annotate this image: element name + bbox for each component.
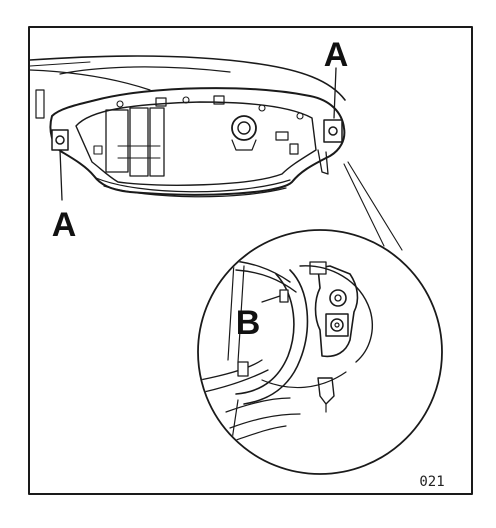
left-fixing-screw	[55, 135, 65, 145]
left-callout-leader	[59, 149, 63, 201]
detail-housing-curve	[243, 269, 309, 405]
cluster-back-panel	[75, 101, 317, 186]
dashboard-trim-line	[59, 66, 231, 75]
right-fixing-lug	[323, 119, 343, 143]
detail-pointer-line-2	[347, 161, 403, 251]
circuit-panel-1	[105, 109, 129, 173]
right-lower-clip	[317, 149, 329, 175]
figure-code: 021	[419, 474, 444, 490]
mount-screw-3	[258, 104, 266, 112]
lower-rim-band	[95, 177, 291, 193]
retaining-clip-lower	[237, 361, 249, 377]
cluster-housing	[49, 87, 346, 196]
dashboard-edge-line	[29, 55, 346, 101]
mount-screw-2	[182, 96, 190, 104]
connector-tab-2	[213, 95, 225, 105]
bracket-screw-plate	[325, 313, 349, 337]
b-callout-leader	[261, 295, 281, 303]
circuit-panel-3	[149, 107, 165, 177]
detail-circle	[197, 229, 443, 475]
callout-label-a-left: A	[52, 206, 77, 244]
bracket-hole-upper	[329, 289, 347, 307]
circuit-panel-2	[129, 107, 149, 177]
connector-tab-1	[155, 97, 167, 107]
detail-pointer-line-1	[343, 163, 385, 247]
bulb-socket	[231, 115, 257, 141]
detail-magnified-view	[197, 161, 443, 475]
dashboard-inner-line	[29, 69, 151, 91]
retaining-clip-upper	[279, 289, 289, 303]
instrument-cluster-main-view	[29, 55, 346, 201]
top-callout-leader	[333, 67, 337, 119]
bracket-screw	[330, 318, 344, 332]
callout-label-a-top: A	[324, 36, 349, 74]
detail-lower-tab	[317, 377, 335, 405]
fascia-strip	[35, 89, 45, 119]
right-fixing-screw	[328, 126, 338, 136]
callout-label-b: B	[236, 304, 261, 342]
figure-frame	[28, 26, 473, 495]
mount-screw-1	[116, 100, 124, 108]
left-fixing-lug	[51, 129, 69, 151]
